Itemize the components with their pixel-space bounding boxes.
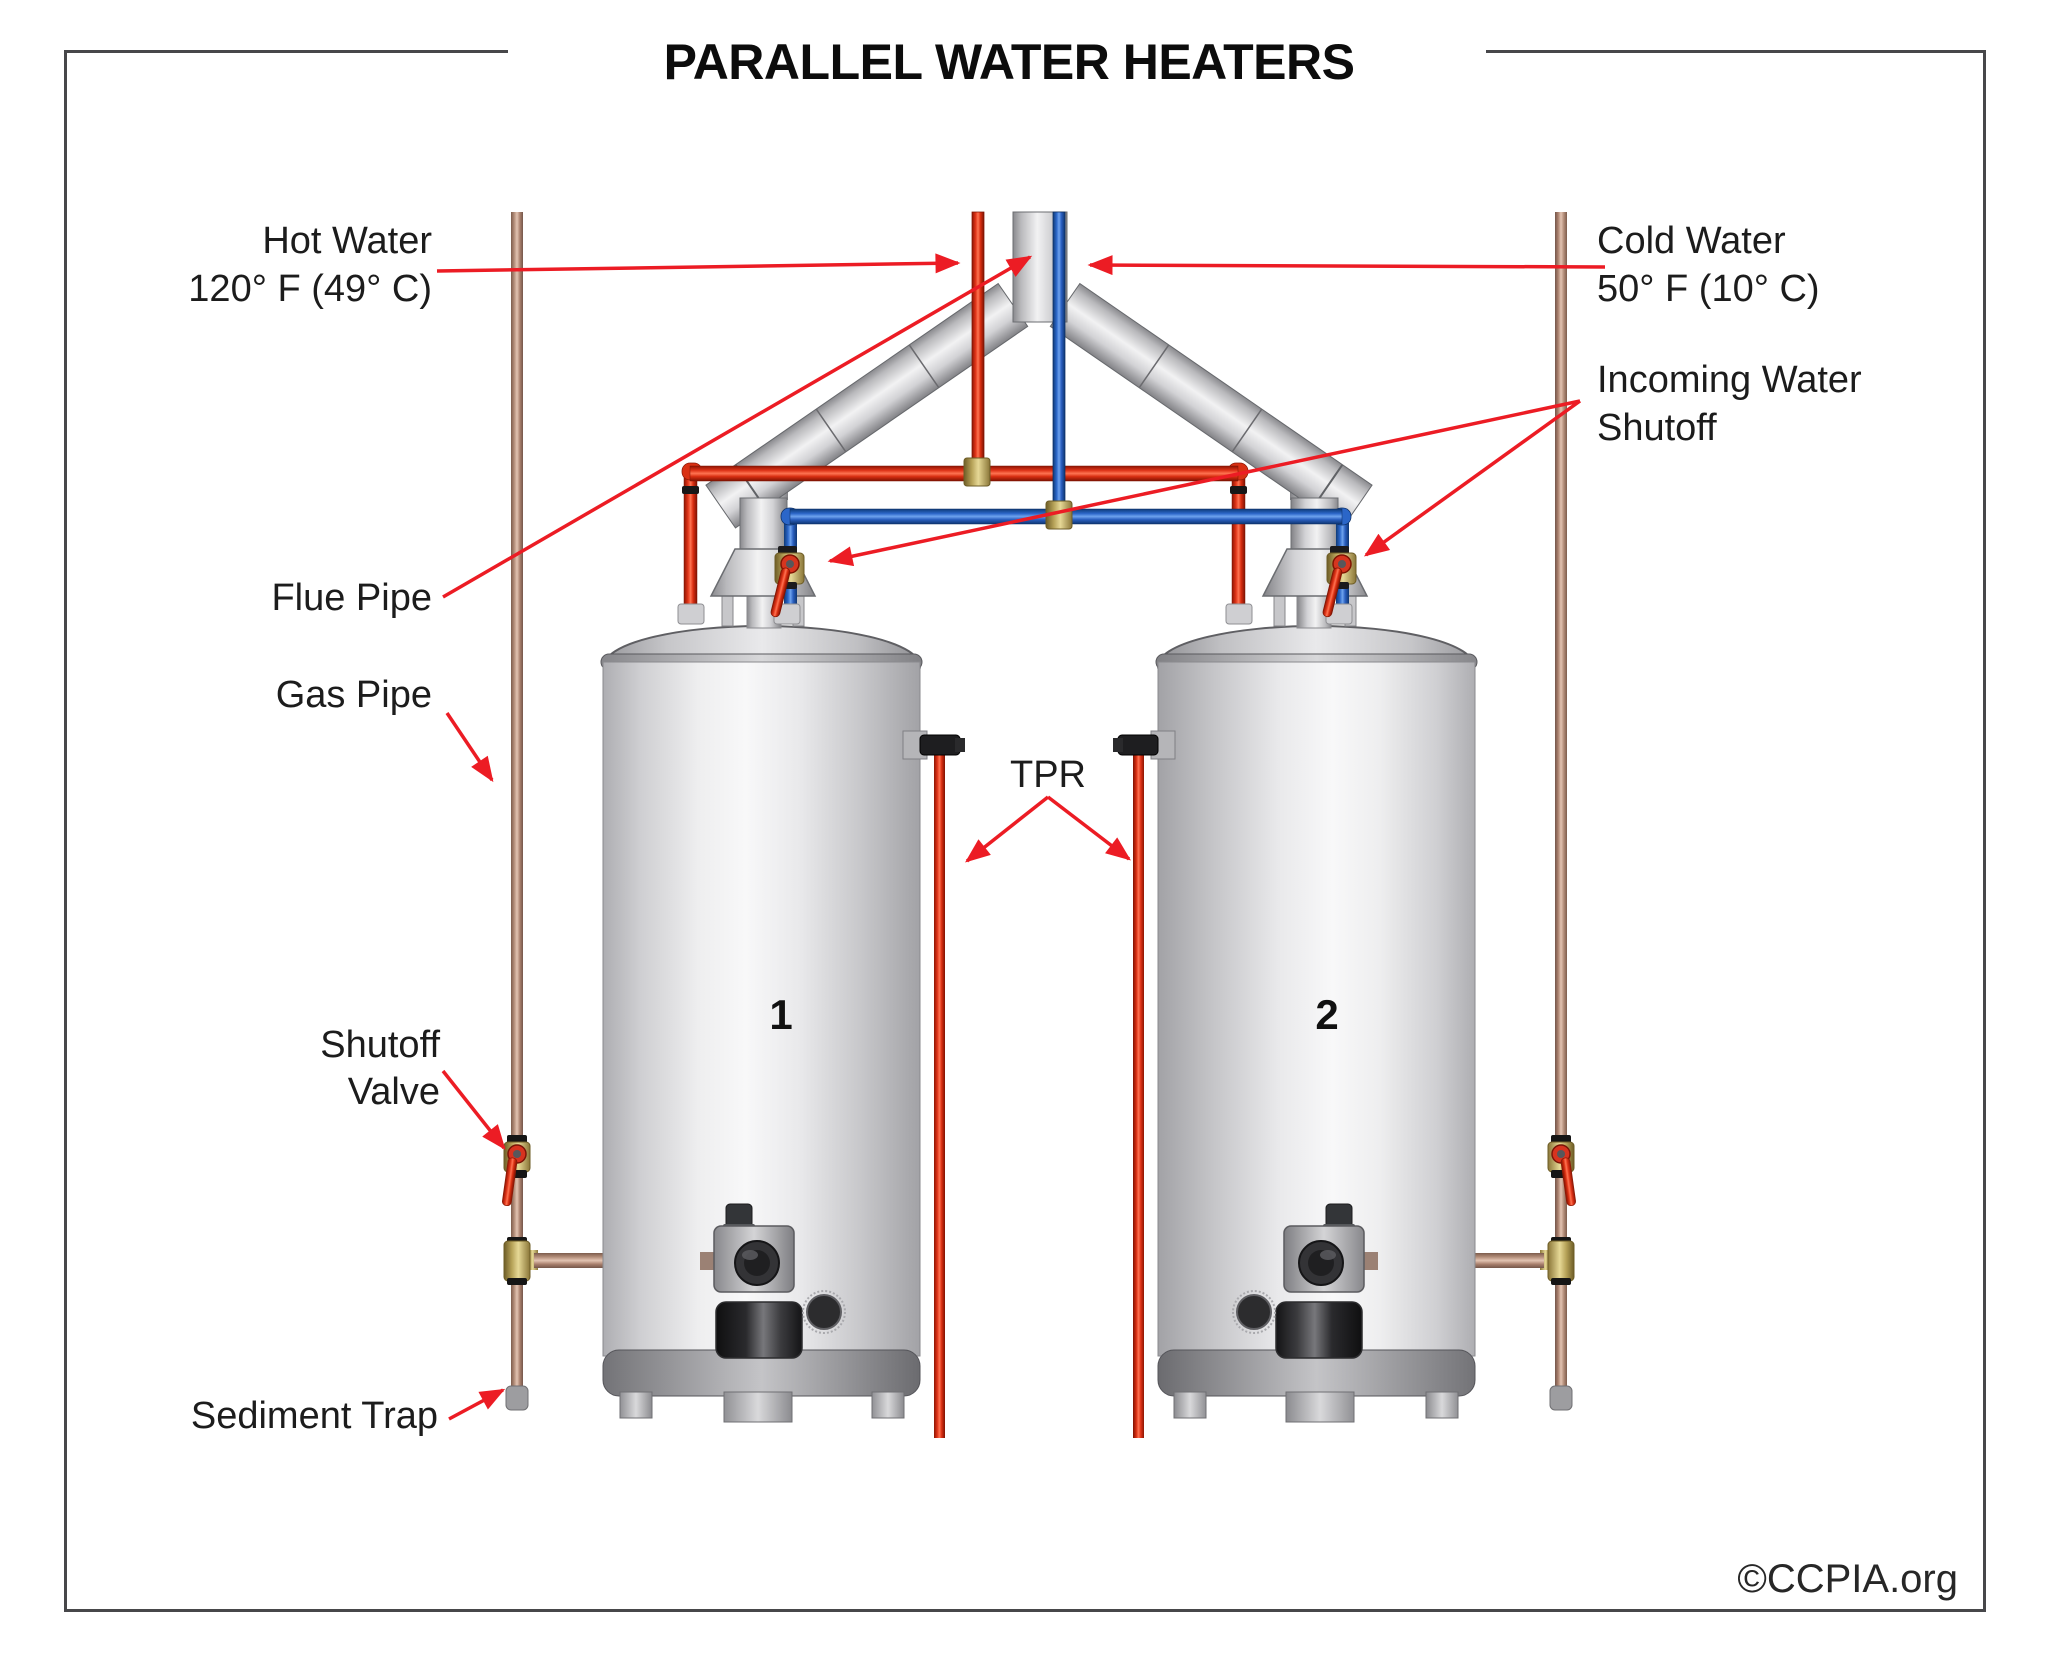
incoming-shutoff-arrow-2 [1363,399,1582,557]
cold-water-riser [1052,211,1066,511]
gas-tee-fitting [503,1237,538,1285]
shutoff-valve-label-line1: Shutoff [320,1024,440,1066]
tank-leg [619,1391,653,1419]
water-heater-assembly-right [1049,211,1578,1439]
tpr-arrow-left [965,795,1050,863]
water-heater-tank [600,625,923,1423]
incoming-water-shutoff-valve-2 [1322,546,1357,618]
burner-access-door [715,1301,803,1359]
hot-water-label-line2: 120° F (49° C) [188,268,432,310]
sediment-trap-label: Sediment Trap [191,1395,438,1437]
hot-water-label-line1: Hot Water [262,220,432,262]
leader-arrows [436,253,1606,1421]
flue-pipe-arrow [442,255,1033,599]
incoming-shutoff-label-line2: Shutoff [1597,407,1717,449]
shutoff-valve-label-line2: Valve [348,1071,440,1113]
tank-1-number: 1 [769,991,792,1038]
shutoff-valve-arrow [441,1069,506,1150]
tpr-label: TPR [1010,754,1086,796]
sediment-trap-cap [505,1385,529,1411]
drain-knob [802,1290,846,1334]
copyright-watermark: ©CCPIA.org [1737,1557,1958,1601]
incoming-shutoff-label-line1: Incoming Water [1597,359,1862,401]
incoming-shutoff-arrow-1 [827,399,1581,567]
hot-outlet-tank1 [683,476,698,623]
flue-pipe-label: Flue Pipe [271,577,432,619]
hot-outlet-tank2 [1231,476,1246,623]
cold-water-arrow [1087,255,1606,276]
hot-water-arrow [436,253,961,274]
cold-water-label-line1: Cold Water [1597,220,1786,262]
diagram-labels: Hot Water 120° F (49° C) Cold Water 50° … [188,220,1862,1437]
gas-pipe-arrow [445,712,494,783]
sediment-trap-arrow [448,1388,506,1421]
page-border [64,50,1986,1612]
tpr-valve-and-pipe [902,730,965,1438]
page-title: PARALLEL WATER HEATERS [664,34,1355,90]
cold-water-piping [770,211,1357,625]
gas-pipe-vertical [511,212,523,1388]
tank-leg [871,1391,905,1419]
hot-manifold-tee [963,457,991,487]
cold-water-label-line2: 50° F (10° C) [1597,268,1820,310]
tank-2-number: 2 [1315,991,1338,1038]
hot-water-piping [677,211,1253,625]
gas-pipe-label: Gas Pipe [276,674,432,716]
tpr-arrow-right [1046,795,1131,861]
water-heater-assembly [502,212,1029,1438]
gas-control-valve [700,1203,795,1293]
hot-water-riser [971,211,985,469]
incoming-water-shutoff-valve-1 [770,546,805,618]
gas-shutoff-valve [502,1135,531,1207]
tank-leg [723,1391,793,1423]
